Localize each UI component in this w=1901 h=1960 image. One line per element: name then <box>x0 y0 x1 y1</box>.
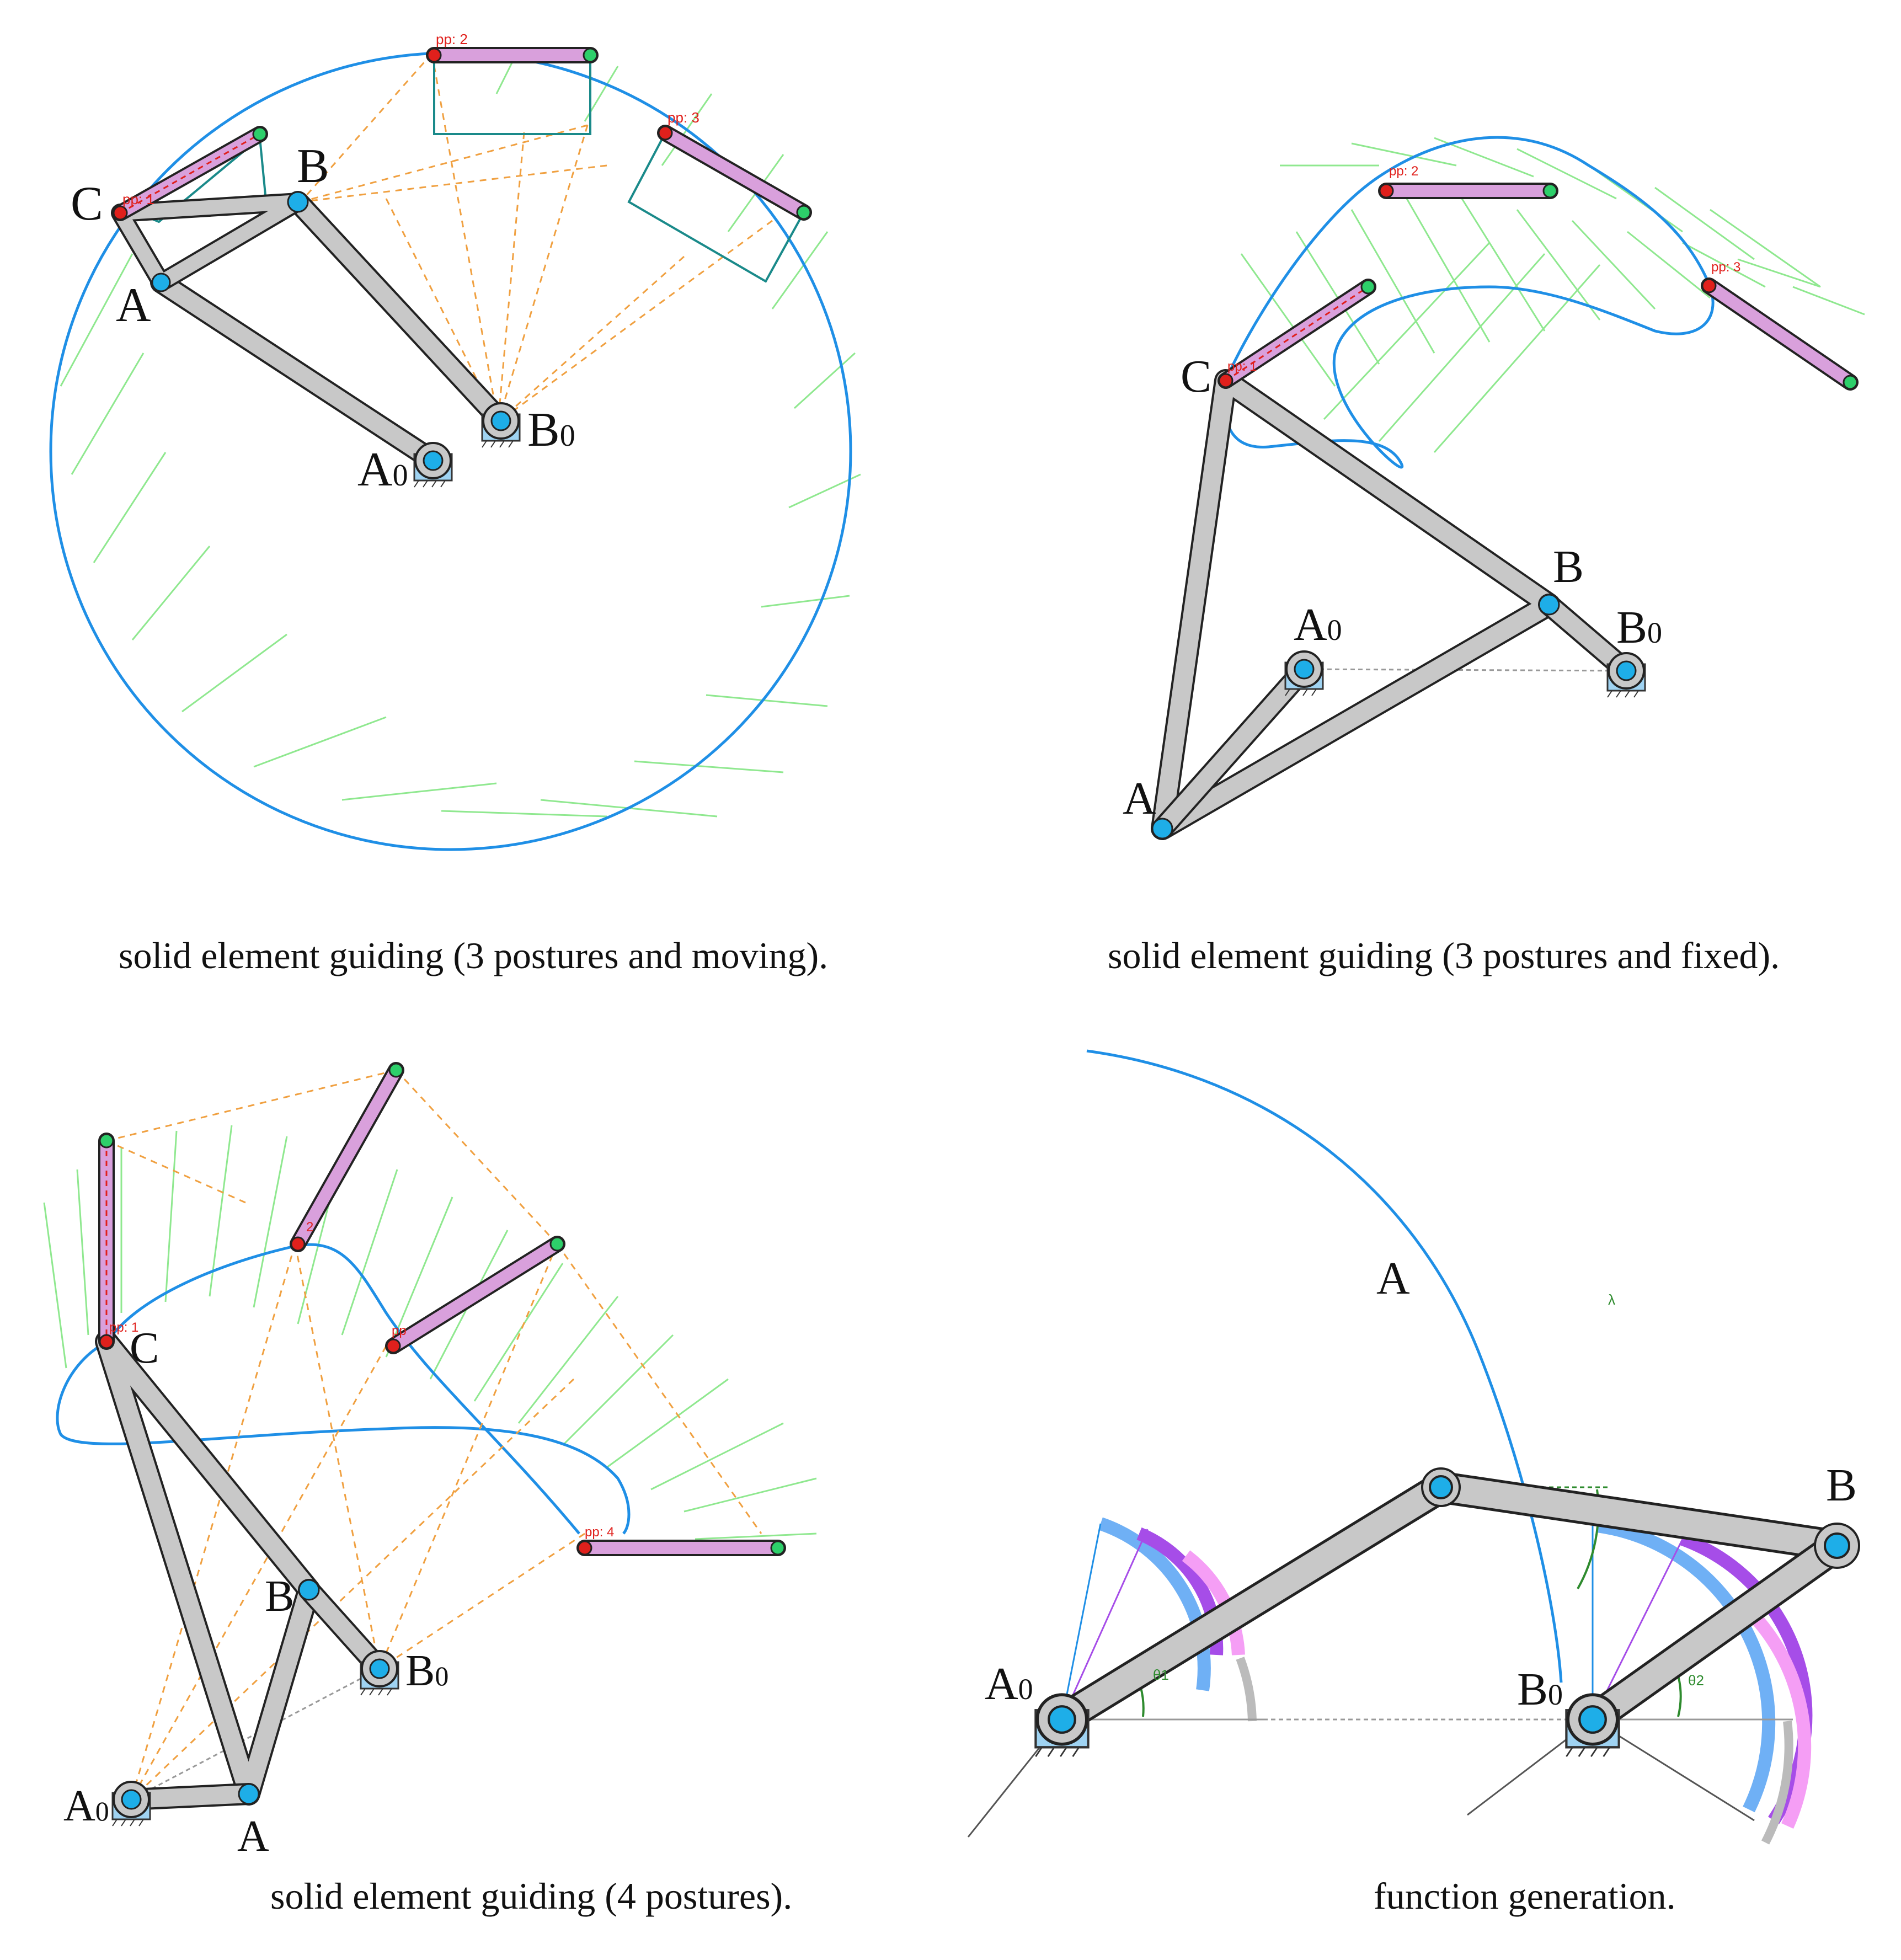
panel-3: pp: 1 2 pp pp: 4 C B A A0 B0 solid eleme… <box>43 1062 817 1917</box>
panel-4: θ1 θ2 λ A B A0 B0 function generation. <box>967 1049 1860 1917</box>
angle-theta1-label: θ1 <box>1153 1667 1169 1683</box>
joints-3 <box>238 1579 320 1805</box>
panel-1: pp: 1 pp: 2 pp: 3 C A B A0 B0 solid elem… <box>49 31 861 976</box>
label-b0-1: B0 <box>527 403 575 457</box>
pp-label-3-4: pp: 4 <box>585 1525 614 1540</box>
construction-lines-1 <box>300 53 773 423</box>
label-a-1: A <box>116 279 151 332</box>
pp-label-2-3: pp: 3 <box>1711 260 1740 275</box>
pp-label-2: pp: 2 <box>436 31 468 47</box>
trace-lines-2 <box>1240 137 1865 453</box>
coupler-curve-3 <box>56 1243 631 1535</box>
pp-label-3-1: pp: 1 <box>109 1320 138 1335</box>
label-a-4: A <box>1376 1253 1410 1304</box>
coupler-curve-2 <box>1222 136 1715 469</box>
panel-2: pp: 1 pp: 2 pp: 3 C B A A0 B0 solid elem… <box>1108 136 1865 976</box>
trace-lines-1 <box>60 49 861 818</box>
coupler-curve-4 <box>1086 1049 1563 1683</box>
joints-1 <box>151 191 309 292</box>
label-b-2: B <box>1553 541 1584 592</box>
pp-label-3: pp: 3 <box>668 109 699 126</box>
ground-pivot-b0-2 <box>1606 652 1646 698</box>
links-1 <box>111 191 512 472</box>
pp-points-2 <box>1218 183 1858 390</box>
pp-points-1 <box>113 47 811 221</box>
construction-lines-3 <box>105 1069 762 1801</box>
coupler-bars-3 <box>98 1062 786 1556</box>
pp-label-2-2: pp: 2 <box>1389 164 1418 179</box>
label-c-2: C <box>1181 351 1211 402</box>
caption-1: solid element guiding (3 postures and mo… <box>119 934 828 976</box>
ground-pivot-a0-2 <box>1284 650 1324 697</box>
joints-4 <box>1421 1467 1860 1569</box>
label-b-1: B <box>297 140 329 193</box>
angle-theta2-label: θ2 <box>1688 1672 1704 1689</box>
joints-2 <box>1151 594 1560 840</box>
links-2 <box>1151 369 1637 840</box>
caption-2: solid element guiding (3 postures and fi… <box>1108 934 1780 976</box>
pp-label-2-1: pp: 1 <box>1227 359 1257 374</box>
caption-3: solid element guiding (4 postures). <box>270 1875 792 1917</box>
label-a0-4: A0 <box>985 1658 1033 1710</box>
label-c-1: C <box>71 177 103 231</box>
label-c-3: C <box>130 1324 159 1372</box>
label-b0-4: B0 <box>1517 1664 1563 1715</box>
pp-label-1: pp: 1 <box>122 191 154 207</box>
label-b-4: B <box>1826 1460 1857 1511</box>
angle-lambda-label: λ <box>1608 1291 1615 1308</box>
label-b-3: B <box>265 1572 294 1621</box>
label-a-3: A <box>237 1812 269 1861</box>
label-a0-1: A0 <box>357 443 408 496</box>
ground-pivot-b0-3 <box>360 1650 399 1696</box>
pp-label-3-2: 2 <box>306 1220 313 1235</box>
pp-points-3 <box>99 1062 786 1556</box>
ground-pivot-b0-4 <box>1566 1695 1619 1756</box>
coupler-bars-1 <box>112 47 812 221</box>
label-a0-3: A0 <box>63 1782 109 1830</box>
angle-arcs-a0 <box>1098 1517 1257 1722</box>
ground-pivot-a0-1 <box>413 442 453 488</box>
links-3 <box>95 1330 391 1811</box>
coupler-bars-2 <box>1218 183 1859 391</box>
label-a-2: A <box>1123 773 1156 824</box>
ground-line-2 <box>1304 668 1627 672</box>
ground-pivot-a0-3 <box>111 1781 151 1827</box>
links-4 <box>1046 1471 1853 1735</box>
label-b0-3: B0 <box>405 1647 448 1695</box>
ground-pivot-b0-1 <box>481 402 521 448</box>
pp-label-3-3: pp <box>392 1323 407 1338</box>
label-b0-2: B0 <box>1616 602 1662 653</box>
label-a0-2: A0 <box>1294 599 1342 650</box>
caption-4: function generation. <box>1374 1875 1676 1917</box>
ground-pivot-a0-4 <box>1035 1695 1088 1756</box>
